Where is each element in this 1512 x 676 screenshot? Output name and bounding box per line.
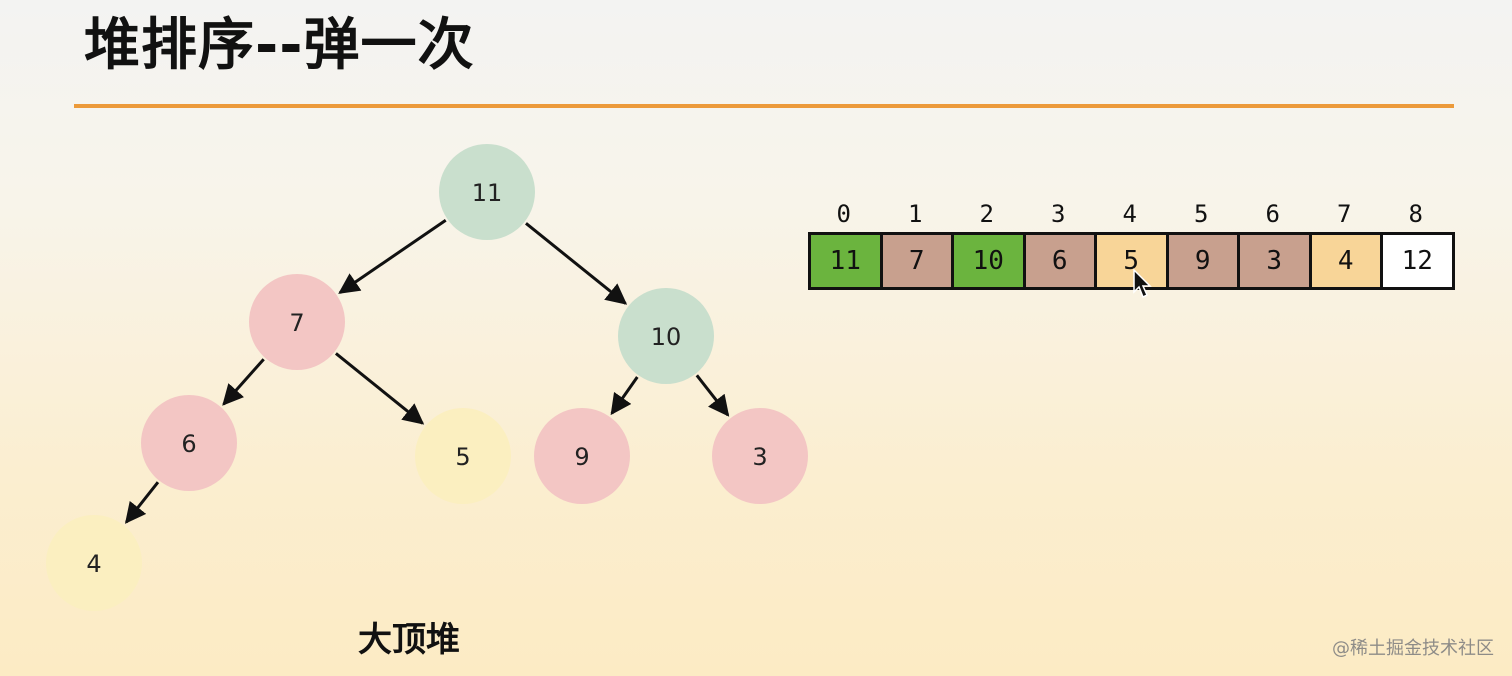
array-cell-7: 4 [1311, 235, 1383, 287]
tree-edge-n10-n9 [610, 376, 639, 416]
tree-edges [124, 218, 730, 524]
tree-edge-n7-n6 [222, 358, 265, 406]
tree-node-circle [712, 408, 808, 504]
array-index-0: 0 [836, 200, 851, 228]
tree-nodes: 11 7 10 6 5 9 3 4 [46, 144, 808, 611]
array-index-7: 7 [1337, 200, 1352, 228]
array-index-8: 8 [1408, 200, 1423, 228]
array-index-4: 4 [1122, 200, 1137, 228]
tree-node-circle [534, 408, 630, 504]
array-index-6: 6 [1265, 200, 1280, 228]
tree-edge-n11-n10 [525, 222, 628, 305]
array-cell-6: 3 [1240, 235, 1312, 287]
array-cell-4: 5 [1097, 235, 1169, 287]
tree-node-circle [141, 395, 237, 491]
tree-node-label: 9 [574, 443, 589, 471]
tree-node-10: 10 [618, 288, 714, 384]
tree-edge-n6-n4 [124, 481, 160, 524]
tree-edge-n11-n7 [338, 218, 447, 294]
array-cell-3: 6 [1025, 235, 1097, 287]
tree-node-circle [439, 144, 535, 240]
tree-node-circle [415, 408, 511, 504]
array-index-5: 5 [1194, 200, 1209, 228]
tree-node-label: 6 [181, 430, 196, 458]
array-cell-0: 11 [811, 235, 883, 287]
array-index-2: 2 [979, 200, 994, 228]
tree-edge-n7-n5 [334, 352, 425, 425]
tree-node-label: 5 [455, 443, 470, 471]
tree-node-label: 3 [752, 443, 767, 471]
array-cell-8: 12 [1383, 235, 1452, 287]
tree-node-circle [618, 288, 714, 384]
tree-node-11: 11 [439, 144, 535, 240]
tree-node-label: 11 [472, 179, 503, 207]
tree-node-4: 4 [46, 515, 142, 611]
tree-node-7: 7 [249, 274, 345, 370]
tree-node-circle [249, 274, 345, 370]
array-index-row: 0 1 2 3 4 5 6 7 8 [808, 196, 1455, 232]
tree-node-6: 6 [141, 395, 237, 491]
array-cell-1: 7 [882, 235, 954, 287]
tree-node-label: 7 [289, 309, 304, 337]
array-index-3: 3 [1051, 200, 1066, 228]
mouse-pointer-icon [1133, 268, 1152, 299]
page-title: 堆排序--弹一次 [84, 13, 475, 78]
tree-node-5: 5 [415, 408, 511, 504]
watermark: @稀土掘金技术社区 [1332, 638, 1494, 659]
tree-node-label: 10 [651, 323, 682, 351]
tree-node-circle [46, 515, 142, 611]
tree-node-label: 4 [86, 550, 101, 578]
tree-node-3: 3 [712, 408, 808, 504]
tree-edge-n10-n3 [695, 374, 730, 417]
array-cell-2: 10 [954, 235, 1026, 287]
tree-node-9: 9 [534, 408, 630, 504]
array-cell-5: 9 [1168, 235, 1240, 287]
heap-caption: 大顶堆 [358, 620, 460, 660]
array-index-1: 1 [908, 200, 923, 228]
title-divider [74, 104, 1454, 108]
